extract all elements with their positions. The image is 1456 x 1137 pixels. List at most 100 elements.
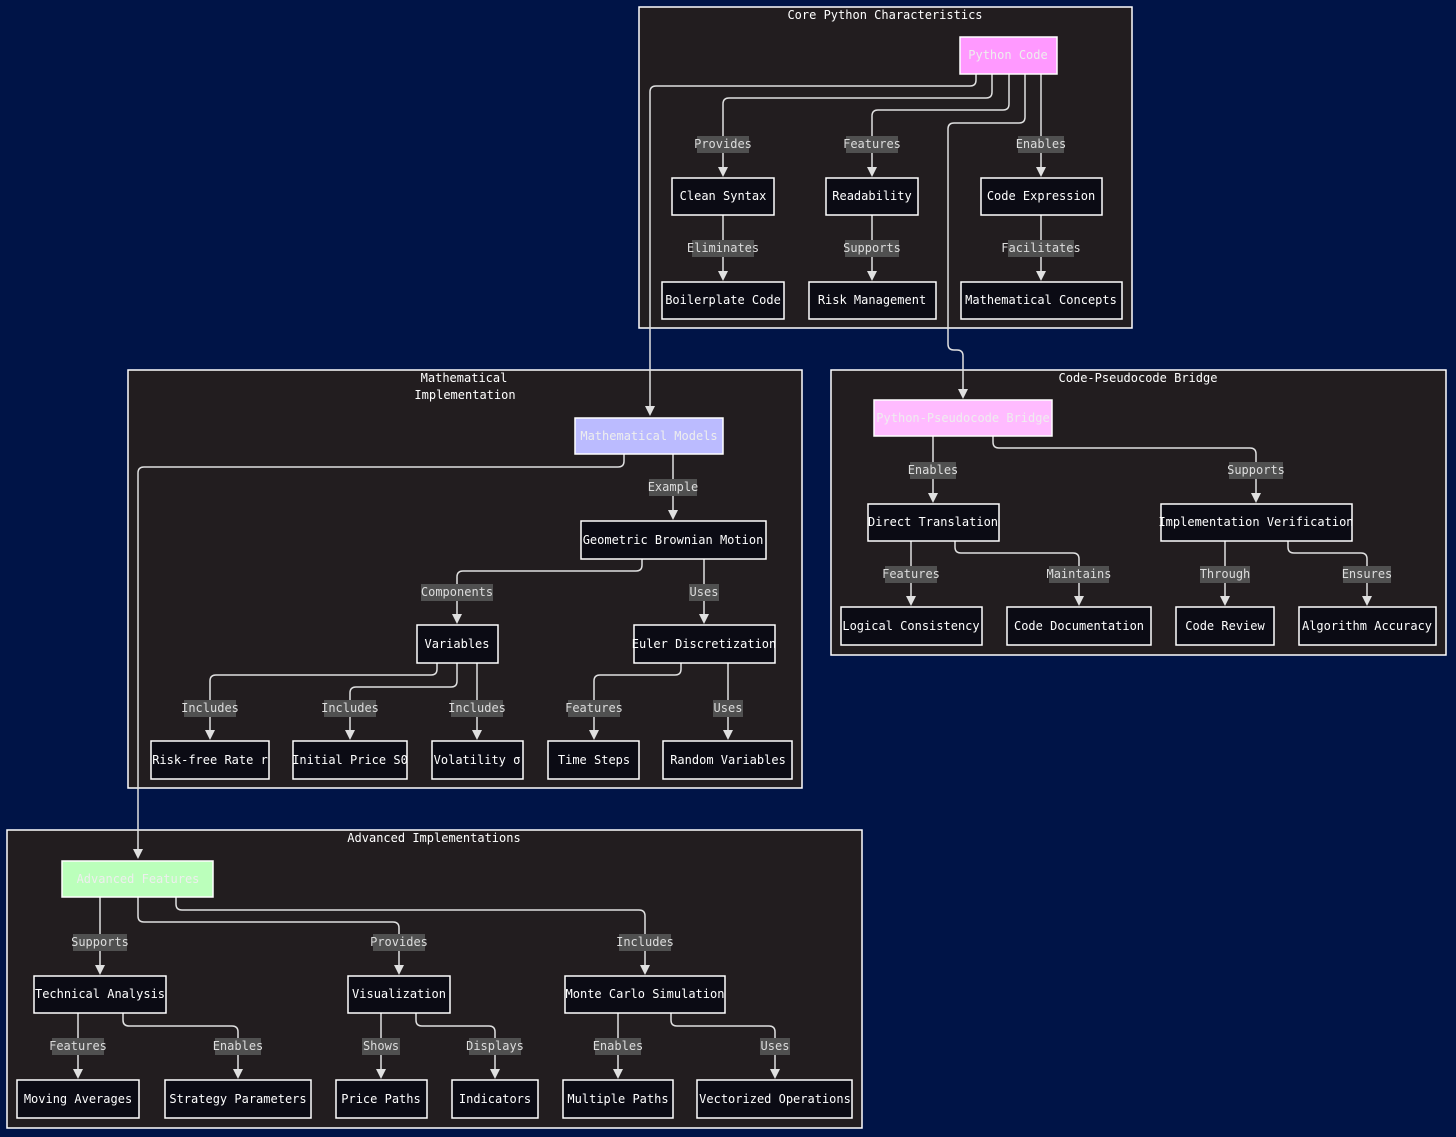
- svg-text:Includes: Includes: [321, 701, 379, 715]
- svg-text:Boilerplate Code: Boilerplate Code: [665, 293, 781, 307]
- edge-bridge-impl-verification: [992, 436, 1261, 503]
- node-indicators[interactable]: Indicators: [451, 1079, 539, 1119]
- svg-text:Price Paths: Price Paths: [341, 1092, 420, 1106]
- node-python-code[interactable]: Python Code: [959, 36, 1058, 75]
- node-moving-averages[interactable]: Moving Averages: [16, 1079, 140, 1119]
- svg-text:Logical Consistency: Logical Consistency: [842, 619, 979, 633]
- node-code-documentation[interactable]: Code Documentation: [1006, 606, 1152, 646]
- svg-text:Components: Components: [421, 585, 493, 599]
- svg-text:Mathematical Concepts: Mathematical Concepts: [965, 293, 1117, 307]
- edge-label-provides: Provides: [694, 136, 752, 153]
- edges: [73, 74, 1372, 1079]
- cluster-math-title-line2: Implementation: [414, 388, 515, 402]
- svg-text:Includes: Includes: [181, 701, 239, 715]
- cluster-bridge-title: Code-Pseudocode Bridge: [1059, 371, 1218, 385]
- svg-text:Monte Carlo Simulation: Monte Carlo Simulation: [566, 987, 725, 1001]
- node-euler-discretization[interactable]: Euler Discretization: [632, 624, 777, 664]
- node-geometric-brownian-motion[interactable]: Geometric Brownian Motion: [580, 520, 767, 560]
- svg-text:Enables: Enables: [593, 1039, 644, 1053]
- node-direct-translation[interactable]: Direct Translation: [867, 503, 1000, 542]
- edge-label-supports-adv: Supports: [71, 934, 129, 951]
- node-price-paths[interactable]: Price Paths: [335, 1079, 428, 1119]
- edge-label-features-ta: Features: [49, 1038, 107, 1055]
- edge-label-uses-euler: Uses: [713, 700, 743, 717]
- node-vectorized-operations[interactable]: Vectorized Operations: [696, 1079, 853, 1119]
- node-variables[interactable]: Variables: [416, 624, 499, 664]
- node-code-review[interactable]: Code Review: [1175, 606, 1275, 646]
- edge-euler-time-steps: [589, 663, 682, 740]
- edge-python-readability: [867, 74, 1010, 177]
- node-technical-analysis[interactable]: Technical Analysis: [33, 975, 167, 1014]
- edge-adv-monte-carlo: [175, 897, 650, 975]
- svg-text:Strategy Parameters: Strategy Parameters: [169, 1092, 306, 1106]
- node-initial-price[interactable]: Initial Price S0: [292, 740, 408, 780]
- svg-text:Initial Price S0: Initial Price S0: [292, 753, 408, 767]
- node-strategy-parameters[interactable]: Strategy Parameters: [164, 1079, 312, 1119]
- svg-text:Enables: Enables: [213, 1039, 264, 1053]
- edge-label-enables-core: Enables: [1016, 136, 1066, 153]
- edge-label-includes-adv: Includes: [616, 934, 674, 951]
- node-mathematical-models[interactable]: Mathematical Models: [574, 417, 724, 455]
- node-risk-free-rate[interactable]: Risk-free Rate r: [150, 740, 270, 780]
- node-risk-management[interactable]: Risk Management: [808, 281, 937, 320]
- edge-vis-indicators: [415, 1013, 500, 1079]
- svg-text:Direct Translation: Direct Translation: [868, 515, 998, 529]
- edge-label-displays: Displays: [466, 1038, 524, 1055]
- node-visualization[interactable]: Visualization: [347, 975, 451, 1014]
- edge-label-shows: Shows: [362, 1038, 400, 1055]
- edge-label-provides-adv: Provides: [370, 934, 428, 951]
- svg-text:Facilitates: Facilitates: [1001, 241, 1080, 255]
- node-implementation-verification[interactable]: Implementation Verification: [1158, 503, 1354, 542]
- node-random-variables[interactable]: Random Variables: [662, 740, 793, 780]
- svg-text:Displays: Displays: [466, 1039, 524, 1053]
- edge-label-features-dt: Features: [882, 566, 940, 583]
- node-algorithm-accuracy[interactable]: Algorithm Accuracy: [1298, 606, 1437, 646]
- svg-text:Supports: Supports: [1227, 463, 1285, 477]
- edge-labels: Provides Features Enables Eliminates Sup…: [49, 136, 1392, 1055]
- svg-text:Provides: Provides: [370, 935, 428, 949]
- svg-text:Python Code: Python Code: [968, 48, 1047, 62]
- svg-text:Risk Management: Risk Management: [818, 293, 926, 307]
- node-code-expression[interactable]: Code Expression: [980, 177, 1103, 216]
- node-boilerplate-code[interactable]: Boilerplate Code: [661, 281, 785, 320]
- edge-label-example: Example: [648, 479, 698, 496]
- node-python-pseudocode-bridge[interactable]: Python-Pseudocode Bridge: [873, 399, 1053, 437]
- svg-text:Mathematical Models: Mathematical Models: [580, 429, 717, 443]
- edge-label-uses-mc: Uses: [760, 1038, 790, 1055]
- node-multiple-paths[interactable]: Multiple Paths: [562, 1079, 674, 1119]
- node-clean-syntax[interactable]: Clean Syntax: [671, 177, 775, 216]
- svg-text:Multiple Paths: Multiple Paths: [567, 1092, 668, 1106]
- edge-mc-vectorized: [670, 1013, 780, 1079]
- node-time-steps[interactable]: Time Steps: [547, 740, 640, 780]
- edge-ta-strategy: [122, 1013, 243, 1079]
- node-mathematical-concepts[interactable]: Mathematical Concepts: [960, 281, 1123, 320]
- svg-text:Enables: Enables: [908, 463, 959, 477]
- svg-text:Volatility σ: Volatility σ: [434, 753, 521, 767]
- edge-python-math-models: [645, 74, 977, 416]
- node-monte-carlo-simulation[interactable]: Monte Carlo Simulation: [564, 975, 726, 1014]
- svg-text:Code Review: Code Review: [1185, 619, 1265, 633]
- svg-text:Indicators: Indicators: [459, 1092, 531, 1106]
- node-volatility[interactable]: Volatility σ: [431, 740, 524, 780]
- svg-text:Supports: Supports: [71, 935, 129, 949]
- node-advanced-features[interactable]: Advanced Features: [61, 860, 214, 898]
- svg-text:Moving Averages: Moving Averages: [24, 1092, 132, 1106]
- svg-text:Implementation Verification: Implementation Verification: [1158, 515, 1353, 529]
- edge-label-facilitates: Facilitates: [1001, 240, 1081, 257]
- edge-label-eliminates: Eliminates: [687, 240, 759, 257]
- svg-text:Supports: Supports: [843, 241, 901, 255]
- svg-text:Through: Through: [1200, 567, 1251, 581]
- svg-text:Features: Features: [565, 701, 623, 715]
- node-logical-consistency[interactable]: Logical Consistency: [840, 606, 983, 646]
- edge-iv-algo-accuracy: [1287, 541, 1372, 606]
- edge-gbm-variables: [452, 559, 643, 624]
- edge-label-ensures: Ensures: [1342, 566, 1392, 583]
- edge-python-bridge: [947, 74, 1026, 399]
- svg-text:Uses: Uses: [761, 1039, 790, 1053]
- svg-text:Provides: Provides: [694, 137, 752, 151]
- cluster-math-title-line1: Mathematical: [421, 371, 508, 385]
- svg-text:Risk-free Rate r: Risk-free Rate r: [152, 753, 268, 767]
- edge-label-features-euler: Features: [565, 700, 623, 717]
- node-readability[interactable]: Readability: [825, 177, 919, 216]
- edge-adv-visualization: [137, 897, 404, 975]
